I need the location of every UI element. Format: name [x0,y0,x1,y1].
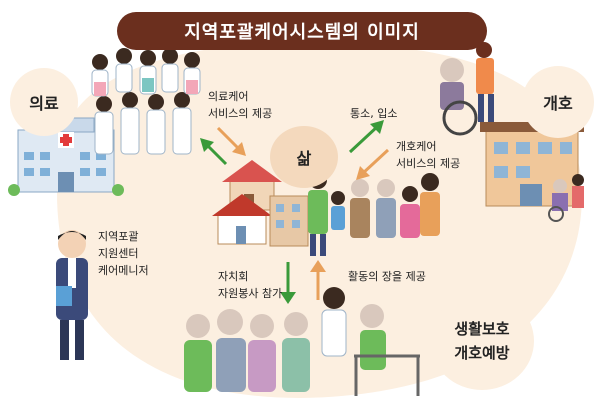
arrow-life-up [310,260,326,300]
wheelchair-illustration [440,42,494,136]
care-manager-illustration [56,230,88,360]
annotation-line: 케어메니저 [98,264,149,277]
annotation-volunteer: 자치회 자원봉사 참가 [218,268,282,302]
node-life: 삶 [270,126,338,188]
medical-staff-illustration [91,48,201,155]
node-life-label: 삶 [296,149,312,168]
annotation-line: 서비스의 제공 [396,157,461,170]
node-medical-label: 의료 [29,94,59,113]
arrow-medical-to-life [216,126,246,156]
houses-illustration [212,160,309,247]
care-facility-illustration [480,122,584,222]
annotation-line: 지원센터 [98,247,139,260]
diagram-title: 지역포괄케어시스템의 이미지 [184,22,420,43]
family-illustration [308,171,440,256]
annotation-line: 통소, 입소 [350,107,398,120]
annotation-line: 개호케어 [396,140,437,153]
node-care: 개호 [522,66,594,138]
arrow-care-to-life [356,148,390,180]
seniors-illustration [184,287,420,396]
node-prevention: 생활보호 개호예방 [430,292,534,390]
arrow-life-to-care [348,120,384,154]
node-prevention-line2: 개호예방 [454,344,510,362]
annotation-line: 자치회 [218,270,249,283]
annotation-manager: 지역포괄 지원센터 케어메니저 [98,228,149,279]
annotation-line: 활동의 장을 제공 [348,270,426,283]
title-banner: 지역포괄케어시스템의 이미지 [117,12,487,50]
arrow-life-down [280,262,296,304]
annotation-entry: 통소, 입소 [350,105,397,122]
annotation-line: 자원봉사 참가 [218,287,283,300]
node-prevention-line1: 생활보호 [454,320,510,338]
node-care-label: 개호 [543,94,573,113]
annotation-medical-care: 의료케어 서비스의 제공 [208,88,272,122]
annotation-activity: 활동의 장을 제공 [348,268,426,285]
annotation-care-service: 개호케어 서비스의 제공 [396,138,460,172]
node-medical: 의료 [10,68,78,136]
annotation-line: 의료케어 [208,90,249,103]
hospital-illustration [8,117,124,196]
arrow-life-to-medical [200,138,228,166]
annotation-line: 서비스의 제공 [208,107,273,120]
annotation-line: 지역포괄 [98,230,139,243]
